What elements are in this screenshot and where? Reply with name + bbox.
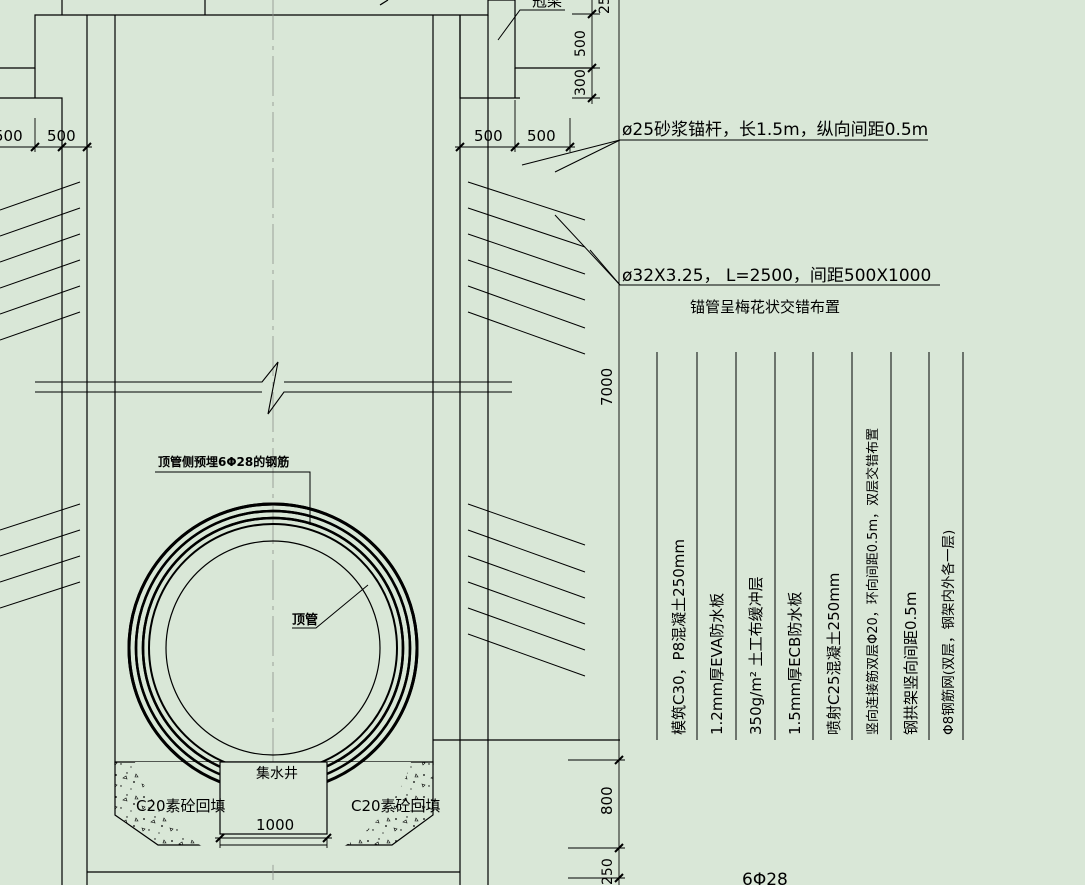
dim-v-800: 800 bbox=[598, 786, 616, 815]
left-anchor-bolts bbox=[0, 181, 81, 609]
shaft-structure bbox=[0, 0, 620, 885]
sump-label: 集水井 bbox=[256, 765, 298, 782]
layer-table bbox=[656, 352, 964, 740]
dim-v-300: 300 bbox=[573, 69, 589, 96]
leader-lines bbox=[155, 9, 940, 629]
bottom-rebar-label: 6Φ28 bbox=[742, 870, 788, 885]
anchor-pipe-note: ø32X3.25， L=2500，间距500X1000 bbox=[622, 266, 931, 286]
backfill-left-label: C20素砼回填 bbox=[136, 797, 226, 815]
dim-right-500b: 500 bbox=[527, 127, 556, 145]
dim-v-25: 25 bbox=[597, 0, 613, 14]
crown-beam-label: 冠梁 bbox=[532, 0, 562, 10]
dimension-lines bbox=[0, 0, 625, 885]
dim-left-500a: 500 bbox=[0, 127, 23, 145]
dim-v-250: 250 bbox=[600, 858, 616, 885]
dim-v-500: 500 bbox=[573, 30, 589, 57]
layer-8: Φ8钢筋网(双层，钢架内外各一层) bbox=[940, 530, 957, 735]
layer-7: 钢拱架竖向间距0.5m bbox=[902, 592, 920, 735]
anchor-bolt-note: ø25砂浆锚杆，长1.5m，纵向间距0.5m bbox=[622, 120, 928, 140]
text-labels: 冠梁 500 500 500 500 25 500 300 7000 800 2… bbox=[0, 0, 957, 885]
embedded-rebar-note: 顶管侧预埋6Φ28的钢筋 bbox=[158, 454, 289, 469]
dim-right-500a: 500 bbox=[474, 127, 503, 145]
dim-v-7000: 7000 bbox=[598, 368, 616, 406]
right-anchor-pipes bbox=[467, 181, 586, 677]
layer-5: 喷射C25混凝土250mm bbox=[825, 573, 843, 735]
dim-h-1000: 1000 bbox=[256, 816, 294, 834]
layer-2: 1.2mm厚EVA防水板 bbox=[708, 593, 726, 735]
dim-left-500b: 500 bbox=[47, 127, 76, 145]
jacking-pipe-label: 顶管 bbox=[292, 612, 318, 628]
layer-3: 350g/m² 土工布缓冲层 bbox=[747, 576, 765, 735]
layer-1: 模筑C30，P8混凝土250mm bbox=[670, 539, 688, 735]
break-line bbox=[35, 361, 512, 415]
anchor-pipe-layout-note: 锚管呈梅花状交错布置 bbox=[690, 298, 840, 316]
layer-6: 竖向连接筋双层Φ20，环向间距0.5m，双层交错布置 bbox=[865, 428, 881, 735]
backfill-concrete bbox=[114, 502, 434, 865]
layer-4: 1.5mm厚ECB防水板 bbox=[786, 592, 804, 735]
dimension-ticks bbox=[30, 9, 624, 883]
backfill-right-label: C20素砼回填 bbox=[351, 797, 441, 815]
